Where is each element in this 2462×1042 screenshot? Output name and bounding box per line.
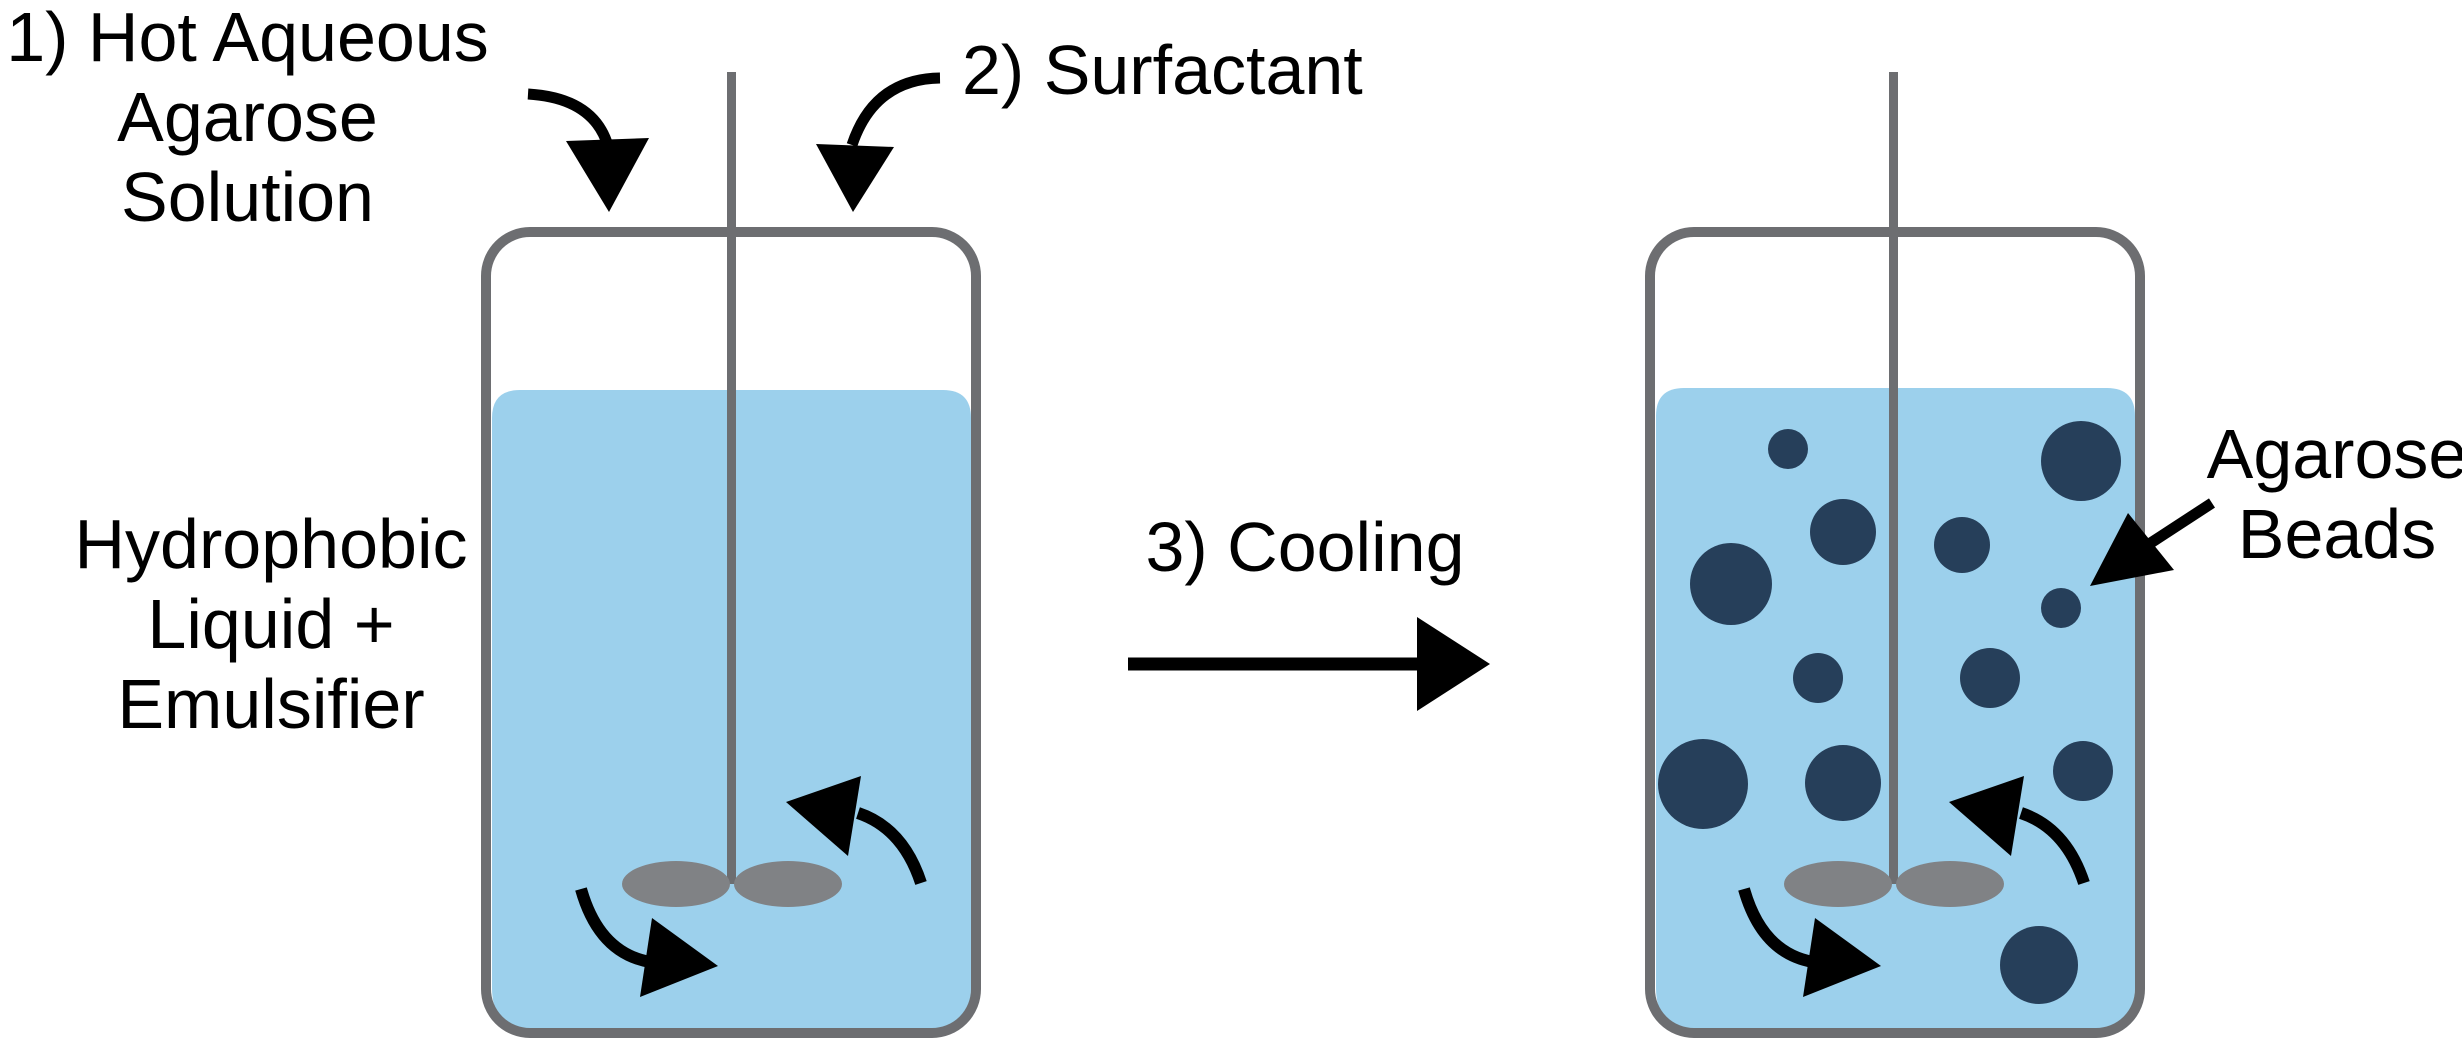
agarose-bead <box>1658 739 1748 829</box>
agarose-bead <box>2053 741 2113 801</box>
left-rotation-arrow-right-curve <box>855 807 927 885</box>
agarose-beads-pointer-line <box>2142 498 2216 551</box>
left-rotation-arrow-right-head-icon <box>786 776 861 856</box>
agarose-bead <box>2041 421 2121 501</box>
agarose-bead <box>1768 429 1808 469</box>
step2-pour-arrow-head <box>816 144 894 212</box>
agarose-beads-label: Agarose Beads <box>2206 415 2462 573</box>
cooling-flow-arrow-head <box>1417 617 1490 711</box>
agarose-beads-group <box>1658 421 2121 1004</box>
vessel-contents-label: Hydrophobic Liquid + Emulsifier <box>74 505 468 743</box>
left-stirrer-rod <box>727 72 736 884</box>
agarose-beads-pointer-head <box>2090 513 2174 586</box>
step1-pour-arrow-head <box>566 138 649 212</box>
right-stirrer-blade-left <box>1784 861 1892 907</box>
step1-pour-arrow-icon <box>527 88 649 212</box>
agarose-bead <box>2000 926 2078 1004</box>
right-stirrer-rod <box>1889 72 1898 884</box>
cooling-flow-arrow-icon <box>1128 617 1490 711</box>
agarose-bead <box>2041 588 2081 628</box>
step2-label: 2) Surfactant <box>962 31 1363 109</box>
agarose-bead <box>1934 517 1990 573</box>
left-rotation-arrow-left-curve <box>575 887 652 968</box>
agarose-bead <box>1960 648 2020 708</box>
agarose-bead <box>1793 653 1843 703</box>
left-beaker-group <box>481 72 981 1038</box>
agarose-bead <box>1805 745 1881 821</box>
left-stirrer-blade-right <box>734 861 842 907</box>
right-beaker-group <box>1645 72 2145 1038</box>
agarose-bead <box>1810 499 1876 565</box>
step2-pour-arrow-icon <box>816 72 941 212</box>
step3-cooling-label: 3) Cooling <box>1145 508 1465 586</box>
step1-label: 1) Hot Aqueous Agarose Solution <box>6 0 489 236</box>
step2-pour-arrow-curve <box>846 72 941 147</box>
right-rotation-arrow-right-head-icon <box>1949 776 2024 856</box>
right-rotation-arrow-left-curve <box>1738 887 1815 968</box>
agarose-bead <box>1690 543 1772 625</box>
right-rotation-arrow-right-curve <box>2018 807 2090 885</box>
right-rotation-arrow-left-head-icon <box>1803 918 1881 997</box>
agarose-beads-pointer-arrow-icon <box>2090 498 2216 586</box>
right-stirrer-blade-right <box>1896 861 2004 907</box>
left-stirrer-blade-left <box>622 861 730 907</box>
left-rotation-arrow-left-head-icon <box>640 918 718 997</box>
step1-pour-arrow-curve <box>527 88 614 148</box>
